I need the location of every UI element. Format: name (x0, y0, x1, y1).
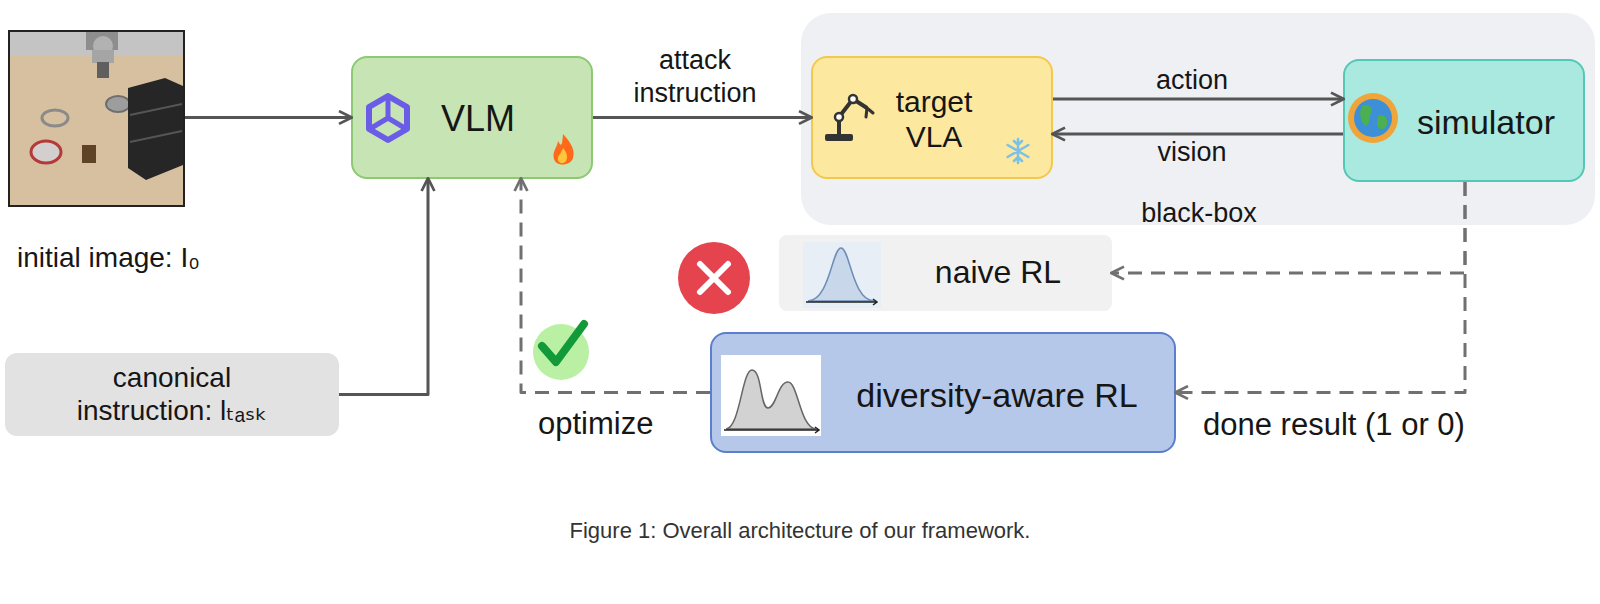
simulator-box: simulator (1343, 59, 1585, 182)
vlm-box: VLM (351, 56, 593, 179)
scene-pan (31, 141, 61, 163)
scene-table (10, 32, 183, 205)
edge-label: attack instruction (610, 44, 780, 110)
globe-ring (1348, 93, 1398, 143)
edge-label: optimize (538, 406, 653, 442)
flame-core (558, 148, 567, 163)
feedback-arrow (1112, 182, 1465, 273)
accept-check (542, 324, 584, 362)
reject-circle (678, 242, 750, 314)
node-label: black-box (1099, 198, 1299, 230)
flow-arrow (1053, 98, 1343, 101)
trainable-flame (554, 134, 574, 165)
vlm-logo-inner (373, 101, 403, 127)
target-vla-box: target VLA (811, 56, 1053, 179)
node-label: naive RL (918, 254, 1078, 292)
scene-wall (10, 32, 183, 56)
plot-axis (806, 299, 877, 305)
robot-icon-base (825, 134, 853, 141)
scene-pot (106, 96, 130, 112)
globe-land (1360, 105, 1387, 129)
node-label: canonical instruction: lₜₐₛₖ (47, 361, 297, 427)
vlm-logo (369, 96, 407, 140)
scene-box (82, 145, 96, 163)
unimodal-plot-bg (803, 242, 881, 308)
figure-caption: Figure 1: Overall architecture of our fr… (0, 518, 1600, 544)
reject-cross (700, 264, 728, 292)
bimodal-curve (726, 370, 816, 429)
flow-arrow (339, 179, 428, 395)
accept-circle (533, 324, 589, 380)
robot-joint (93, 36, 113, 56)
canonical-instruction-box: canonical instruction: lₜₐₛₖ (5, 353, 339, 436)
feedback-arrow (1176, 182, 1465, 393)
robot-icon-joint (849, 95, 857, 103)
feedback-arrow (521, 179, 710, 393)
node-label: simulator (1411, 102, 1561, 142)
node-label: target VLA (874, 84, 994, 155)
robot-icon-gripper (866, 108, 873, 117)
cabinet-drawer-line (130, 131, 182, 142)
edge-label: action (1132, 65, 1252, 96)
robot-icon-joint (835, 113, 843, 121)
plot-axis (724, 427, 819, 433)
scene-cabinet (128, 78, 183, 180)
flow-arrow (1053, 133, 1343, 136)
edge-label: done result (1 or 0) (1203, 407, 1465, 443)
globe-ocean (1354, 99, 1392, 137)
frozen-snowflake (1008, 139, 1029, 163)
diversity-rl-box: diversity-aware RL (710, 332, 1176, 453)
unimodal-curve (808, 248, 874, 301)
black-box-region: black-boxtarget VLAsimulator (801, 13, 1595, 225)
flow-arrow (593, 116, 811, 119)
cabinet-drawer-line (130, 104, 182, 115)
bimodal-plot-bg (721, 355, 821, 436)
image-frame: initial image: I₀ (8, 30, 185, 207)
scene-ring (42, 110, 68, 126)
naive-rl-box: naive RL (779, 235, 1112, 311)
node-label: VLM (403, 98, 553, 140)
node-label: initial image: I₀ (17, 241, 200, 274)
robot-icon-arm (839, 99, 867, 134)
flow-arrow (185, 116, 351, 119)
node-label: diversity-aware RL (847, 375, 1147, 415)
robot-gripper (97, 62, 109, 78)
robot-wrist (92, 50, 114, 63)
edge-label: vision (1132, 137, 1252, 168)
robot-body (86, 32, 118, 50)
